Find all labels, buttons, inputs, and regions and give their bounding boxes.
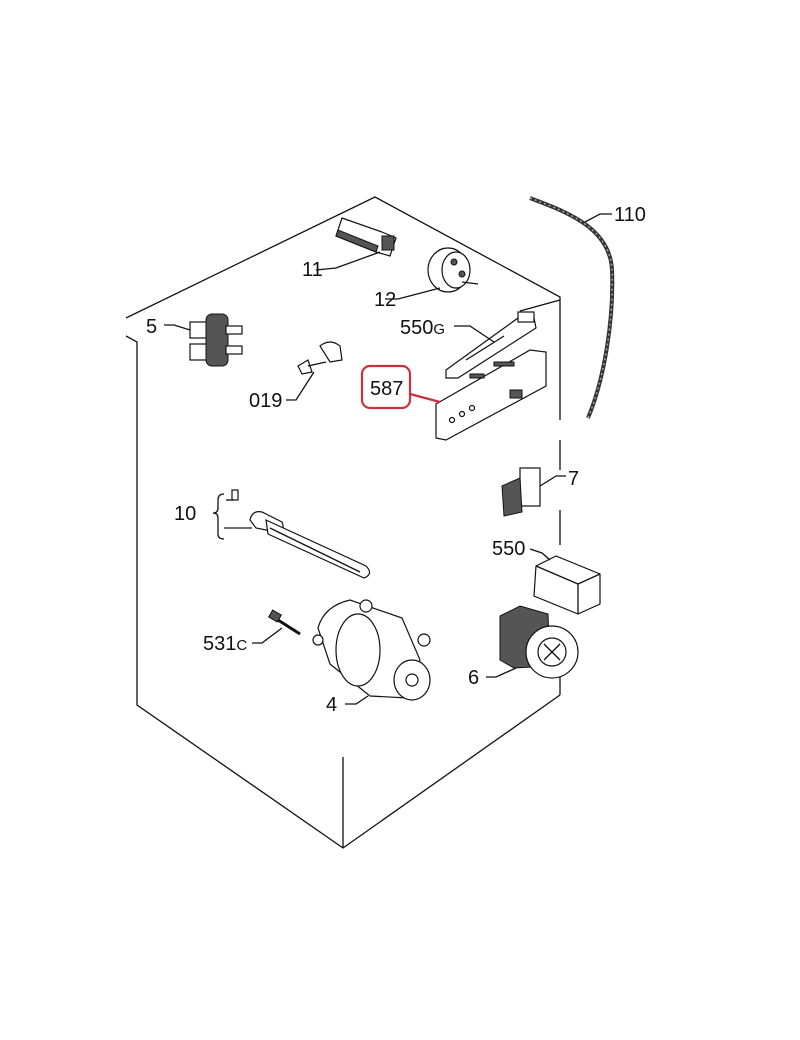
- label-7: 7: [568, 468, 579, 490]
- label-531c: 531C: [203, 633, 247, 655]
- label-587: 587: [370, 378, 403, 400]
- label-110: 110: [614, 204, 646, 226]
- part-550g-cover[interactable]: [445, 311, 537, 379]
- label-10: 10: [174, 503, 196, 525]
- label-550g-suffix: G: [433, 321, 445, 338]
- highlight-box-587: [360, 364, 412, 410]
- label-4: 4: [326, 694, 337, 716]
- part-5-inlet-valve[interactable]: [164, 313, 243, 367]
- cabinet-outline: [125, 196, 561, 849]
- part-531c-screw[interactable]: [252, 609, 301, 644]
- label-11: 11: [302, 259, 323, 281]
- label-5: 5: [146, 316, 157, 338]
- part-6-drain-pump[interactable]: [486, 605, 579, 679]
- label-550: 550: [492, 538, 525, 560]
- label-12: 12: [374, 289, 396, 311]
- part-110-wire[interactable]: [529, 196, 615, 419]
- part-10-heater[interactable]: [212, 489, 371, 579]
- label-019: 019: [249, 390, 282, 412]
- part-587-control-board[interactable]: [409, 349, 547, 441]
- label-550g-number: 550: [400, 317, 433, 339]
- part-11-suppressor[interactable]: [315, 217, 397, 271]
- part-019-clip[interactable]: [286, 341, 343, 401]
- part-550-cover[interactable]: [529, 548, 601, 615]
- label-531c-number: 531: [203, 633, 236, 655]
- part-4-motor[interactable]: [312, 599, 431, 705]
- part-7-door-lock[interactable]: [501, 467, 566, 517]
- label-550g: 550G: [400, 317, 445, 339]
- label-531c-suffix: C: [236, 637, 247, 654]
- label-6: 6: [468, 667, 479, 689]
- part-12-pressure-switch[interactable]: [385, 247, 479, 300]
